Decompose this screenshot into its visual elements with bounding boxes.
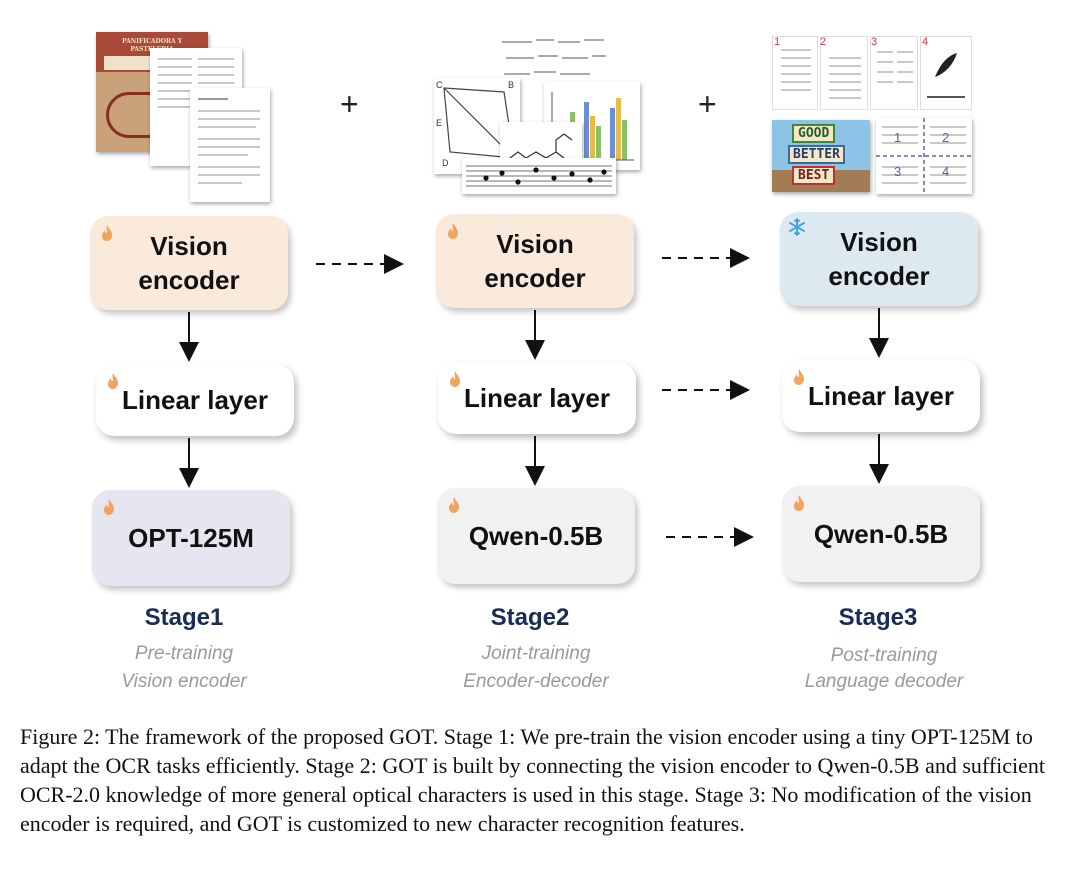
stage1-language-model: OPT-125M bbox=[92, 490, 290, 586]
flame-icon bbox=[448, 223, 458, 239]
stage1-input-images: PANIFICADORA Y PASTELERIA bbox=[94, 30, 274, 206]
sign-better: BETTER bbox=[788, 145, 845, 164]
box-label: OPT-125M bbox=[128, 522, 254, 553]
box-label: Vision encoder bbox=[138, 231, 240, 295]
sign-good: GOOD bbox=[792, 124, 836, 143]
stage1-subtitle-2: Vision encoder bbox=[121, 671, 247, 692]
stage2-vision-encoder: Vision encoder bbox=[436, 214, 634, 308]
box-label: Linear layer bbox=[464, 382, 610, 413]
stage2-linear-layer: Linear layer bbox=[438, 362, 636, 434]
figure-caption: Figure 2: The framework of the proposed … bbox=[20, 724, 1046, 836]
box-label: Vision encoder bbox=[484, 229, 586, 293]
stage3-subtitle-1: Post-training bbox=[830, 645, 938, 666]
snowflake-icon bbox=[789, 218, 805, 236]
stage2-language-model: Qwen-0.5B bbox=[437, 488, 635, 584]
chinese-document-thumbnail bbox=[190, 88, 270, 202]
page-number: 1 bbox=[774, 36, 781, 48]
box-label: Qwen-0.5B bbox=[468, 520, 604, 551]
stage2-input-images: C E D B bbox=[432, 32, 642, 200]
stage1-subtitle-1: Pre-training bbox=[134, 643, 234, 664]
box-label: Linear layer bbox=[122, 384, 268, 415]
flame-icon bbox=[450, 371, 460, 387]
page-thumbnail-1 bbox=[772, 36, 818, 110]
stage2-subtitle-2: Encoder-decoder bbox=[463, 671, 609, 692]
stage3-subtitle-2: Language decoder bbox=[804, 671, 964, 692]
flame-icon bbox=[102, 225, 112, 241]
stage3-language-model: Qwen-0.5B bbox=[782, 486, 980, 582]
stage3-linear-layer: Linear layer bbox=[782, 360, 980, 432]
flame-icon bbox=[108, 373, 118, 389]
stage1-vision-encoder: Vision encoder bbox=[90, 216, 288, 310]
stage2-subtitle-1: Joint-training bbox=[481, 643, 591, 664]
stage3-title: Stage3 bbox=[838, 604, 918, 631]
flame-icon bbox=[794, 495, 804, 511]
stage1-linear-layer: Linear layer bbox=[96, 364, 294, 436]
box-label: Linear layer bbox=[808, 380, 954, 411]
stage3-vision-encoder: Vision encoder bbox=[780, 212, 978, 306]
plus-icon: + bbox=[340, 86, 359, 122]
signs-photo-thumbnail: GOOD BETTER BEST bbox=[772, 120, 870, 192]
page-thumbnail-4 bbox=[920, 36, 972, 110]
page-number: 4 bbox=[922, 36, 929, 48]
stage3-input-images: 1 2 3 4 GOOD BETTER BEST 1 2 3 4 bbox=[770, 34, 974, 194]
page-number: 3 bbox=[871, 36, 878, 48]
box-label: Vision encoder bbox=[828, 227, 930, 291]
sheet-music-thumbnail bbox=[462, 158, 616, 194]
page-number: 2 bbox=[820, 36, 827, 48]
plus-icon: + bbox=[698, 86, 717, 122]
stage1-title: Stage1 bbox=[144, 604, 224, 631]
grid-document-thumbnail: 1 2 3 4 bbox=[876, 118, 972, 194]
flame-icon bbox=[104, 499, 114, 515]
page-thumbnail-2 bbox=[820, 36, 868, 110]
box-label: Qwen-0.5B bbox=[813, 518, 949, 549]
stage2-title: Stage2 bbox=[490, 604, 570, 631]
flame-icon bbox=[794, 369, 804, 385]
flame-icon bbox=[449, 497, 459, 513]
sign-best: BEST bbox=[792, 166, 836, 185]
page-thumbnail-3 bbox=[870, 36, 918, 110]
